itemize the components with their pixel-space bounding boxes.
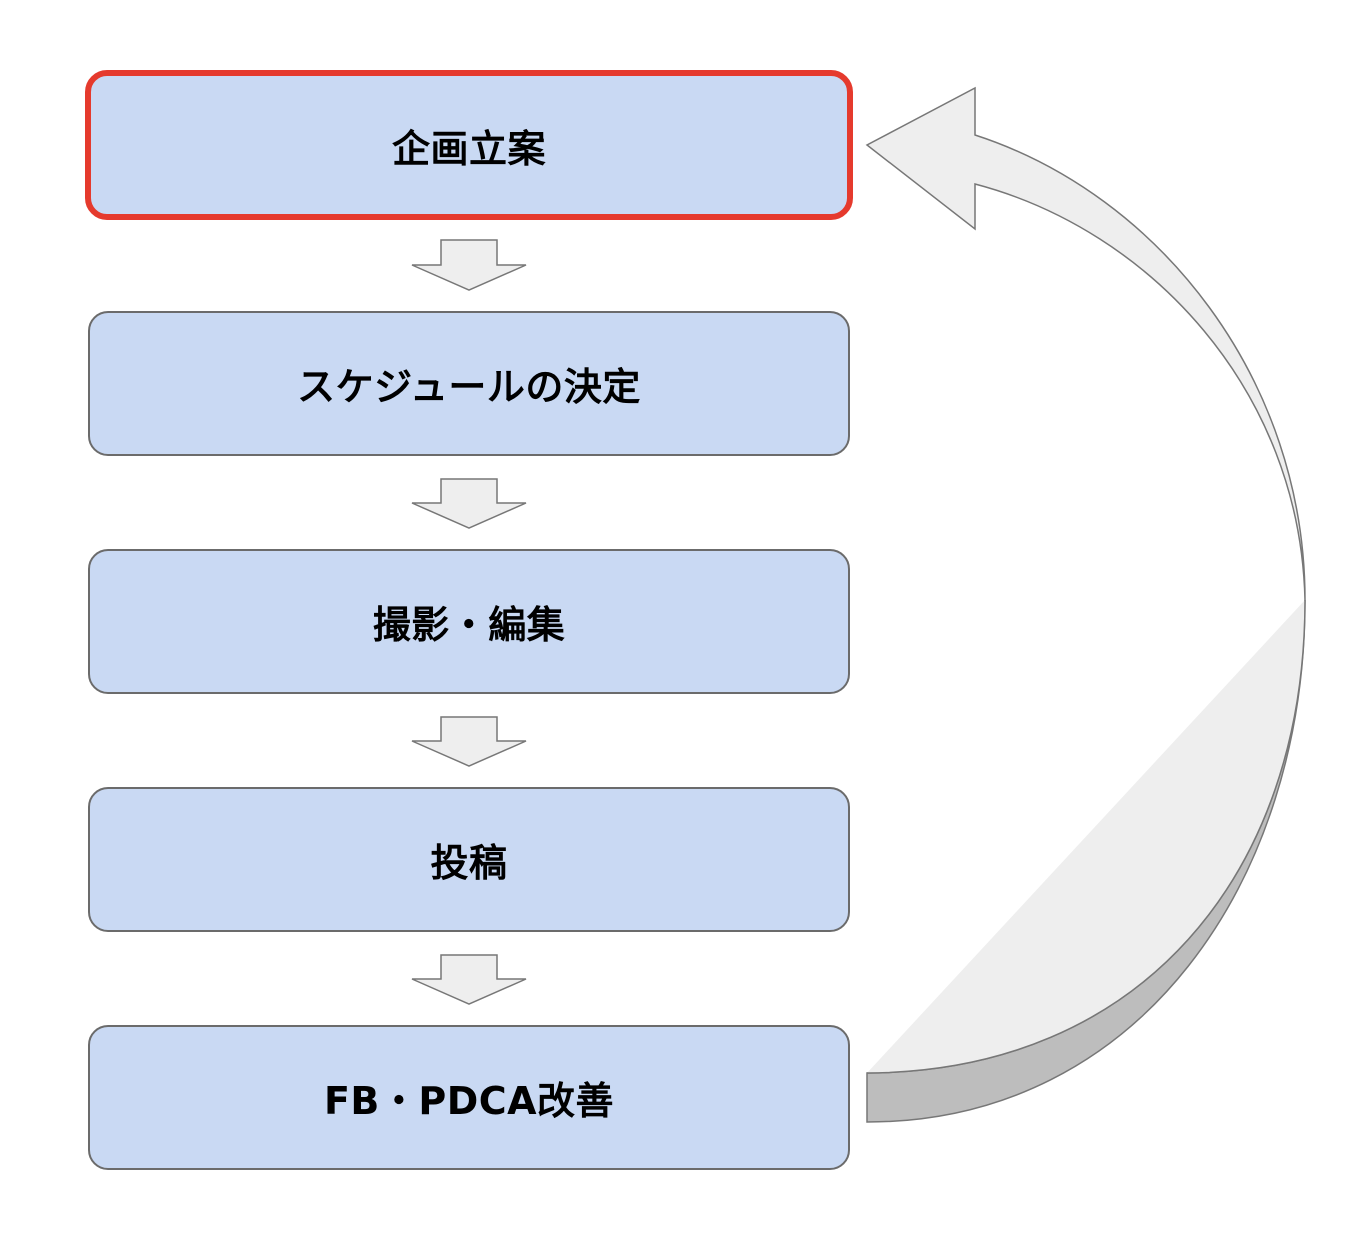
- down-arrow-icon: [411, 239, 527, 291]
- step-label: FB・PDCA改善: [323, 1079, 615, 1123]
- down-arrow-icon: [411, 716, 527, 767]
- step-label: 撮影・編集: [372, 603, 566, 647]
- step-schedule[interactable]: スケジュールの決定: [88, 311, 850, 456]
- step-posting[interactable]: 投稿: [88, 787, 850, 932]
- step-feedback-pdca[interactable]: FB・PDCA改善: [88, 1025, 850, 1170]
- step-label: スケジュールの決定: [297, 365, 641, 409]
- loop-back-arrow-icon: [865, 86, 1306, 1123]
- step-label: 企画立案: [391, 126, 546, 171]
- down-arrow-icon: [411, 478, 527, 529]
- down-arrow-icon: [411, 954, 527, 1005]
- step-planning[interactable]: 企画立案: [85, 70, 853, 220]
- step-label: 投稿: [430, 841, 508, 885]
- step-shooting-editing[interactable]: 撮影・編集: [88, 549, 850, 694]
